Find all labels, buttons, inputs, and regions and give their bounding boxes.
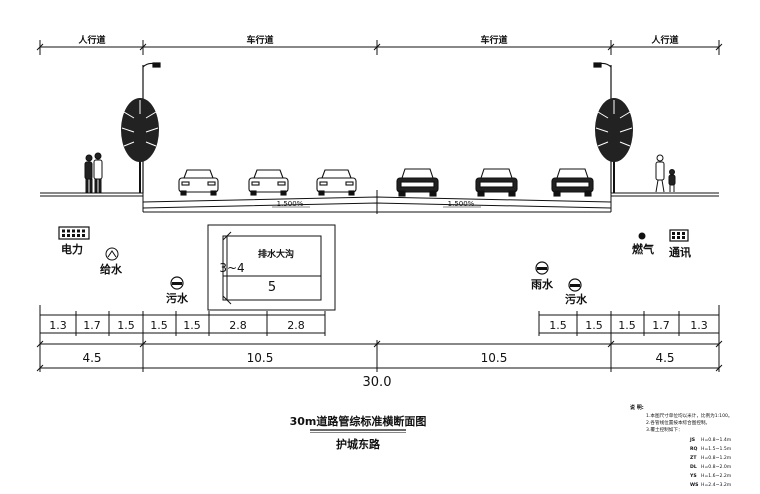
dimension-value: 1.5 bbox=[183, 319, 201, 332]
utility-label-gas: 燃气 bbox=[631, 242, 654, 256]
zone-label-carriageway-left: 车行道 bbox=[246, 34, 273, 46]
water-supply-pipe-icon bbox=[105, 247, 119, 261]
utility-label-power: 电力 bbox=[61, 242, 83, 256]
cover-code: ZT bbox=[690, 455, 697, 461]
notes-line: 2.各管线位置按本综合图控制。 bbox=[646, 419, 710, 426]
car bbox=[316, 169, 357, 196]
dimension-value: 1.5 bbox=[150, 319, 168, 332]
dimension-value: 1.3 bbox=[49, 319, 67, 332]
dimension-value: 2.8 bbox=[287, 319, 305, 332]
cars-right bbox=[396, 168, 594, 197]
sewage-pipe-left-icon bbox=[170, 276, 184, 290]
notes-line: 1.本图尺寸单位均以米计，比例为1:100。 bbox=[646, 412, 733, 419]
tree-right bbox=[595, 98, 633, 193]
dimension-value: 1.5 bbox=[585, 319, 603, 332]
culvert-width: 5 bbox=[268, 280, 276, 295]
cover-value: H=1.5~1.5m bbox=[701, 446, 732, 452]
dimension-value: 1.3 bbox=[690, 319, 708, 332]
zone-label-carriageway-right: 车行道 bbox=[480, 34, 507, 46]
drawing-subtitle: 护城东路 bbox=[336, 437, 381, 451]
utility-label-water-supply: 给水 bbox=[100, 262, 123, 276]
dimension-value: 2.8 bbox=[229, 319, 247, 332]
cover-code: WS bbox=[690, 482, 698, 488]
dimension-value: 1.5 bbox=[117, 319, 135, 332]
pedestrians-right bbox=[655, 154, 676, 193]
dimension-value: 10.5 bbox=[247, 351, 274, 365]
gas-pipe-icon bbox=[638, 232, 646, 240]
sewage-pipe-right-icon bbox=[568, 278, 582, 292]
power-duct-icon bbox=[58, 226, 90, 240]
cover-code: DL bbox=[690, 464, 697, 470]
zone-label-sidewalk-left: 人行道 bbox=[77, 34, 105, 46]
slope-label-right: 1.500% bbox=[448, 200, 475, 208]
utility-label-sewage-right: 污水 bbox=[565, 292, 588, 306]
top-zone-dimension bbox=[36, 40, 723, 55]
dimension-value: 4.5 bbox=[82, 351, 101, 365]
telecom-duct-icon bbox=[669, 229, 689, 242]
utility-label-rain: 雨水 bbox=[531, 277, 554, 291]
car bbox=[248, 169, 289, 196]
notes-heading: 说 明: bbox=[630, 404, 644, 411]
car bbox=[551, 168, 594, 197]
cover-value: H=2.4~3.2m bbox=[701, 482, 732, 488]
dimension-value: 1.7 bbox=[83, 319, 101, 332]
dimension-total: 30.0 bbox=[363, 375, 392, 390]
car bbox=[178, 169, 219, 196]
drawing-title: 30m道路管综标准横断面图 bbox=[290, 414, 427, 428]
zone-label-sidewalk-right: 人行道 bbox=[650, 34, 678, 46]
tree-left bbox=[121, 98, 159, 193]
culvert-label: 排水大沟 bbox=[258, 248, 294, 260]
cover-value: H=0.8~1.4m bbox=[701, 437, 732, 443]
dimension-value: 1.7 bbox=[652, 319, 670, 332]
car bbox=[475, 168, 518, 197]
cover-code: JS bbox=[689, 437, 695, 443]
utility-label-sewage-left: 污水 bbox=[166, 291, 189, 305]
dimension-lines bbox=[36, 305, 723, 372]
drainage-culvert bbox=[207, 224, 336, 311]
dimension-value: 10.5 bbox=[481, 351, 508, 365]
dimension-row-2: 4.5 10.5 10.5 4.5 bbox=[82, 351, 674, 365]
car bbox=[396, 168, 439, 197]
cover-code: RQ bbox=[690, 446, 698, 452]
cover-value: H=0.8~2.0m bbox=[701, 464, 732, 470]
culvert-height: 3~4 bbox=[219, 261, 244, 275]
road-surface bbox=[40, 190, 719, 214]
pedestrians-left bbox=[84, 152, 103, 193]
dimension-row-1-left: 1.3 1.7 1.5 1.5 1.5 2.8 2.8 bbox=[49, 319, 305, 332]
cover-code: YS bbox=[689, 473, 697, 479]
notes-line: 3.覆土控制如下： bbox=[646, 426, 683, 433]
dimension-value: 1.5 bbox=[549, 319, 567, 332]
utility-label-telecom: 通讯 bbox=[669, 246, 691, 259]
slope-label-left: 1.500% bbox=[277, 200, 304, 208]
rain-pipe-icon bbox=[535, 261, 549, 275]
cover-value: H=1.6~2.2m bbox=[701, 473, 732, 479]
dimension-row-1-right: 1.5 1.5 1.5 1.7 1.3 bbox=[549, 319, 708, 332]
dimension-value: 1.5 bbox=[618, 319, 636, 332]
cover-value: H=0.8~1.2m bbox=[701, 455, 732, 461]
notes-block: 说 明: 1.本图尺寸单位均以米计，比例为1:100。 2.各管线位置按本综合图… bbox=[630, 404, 733, 488]
cars-left bbox=[178, 169, 357, 196]
dimension-value: 4.5 bbox=[655, 351, 674, 365]
